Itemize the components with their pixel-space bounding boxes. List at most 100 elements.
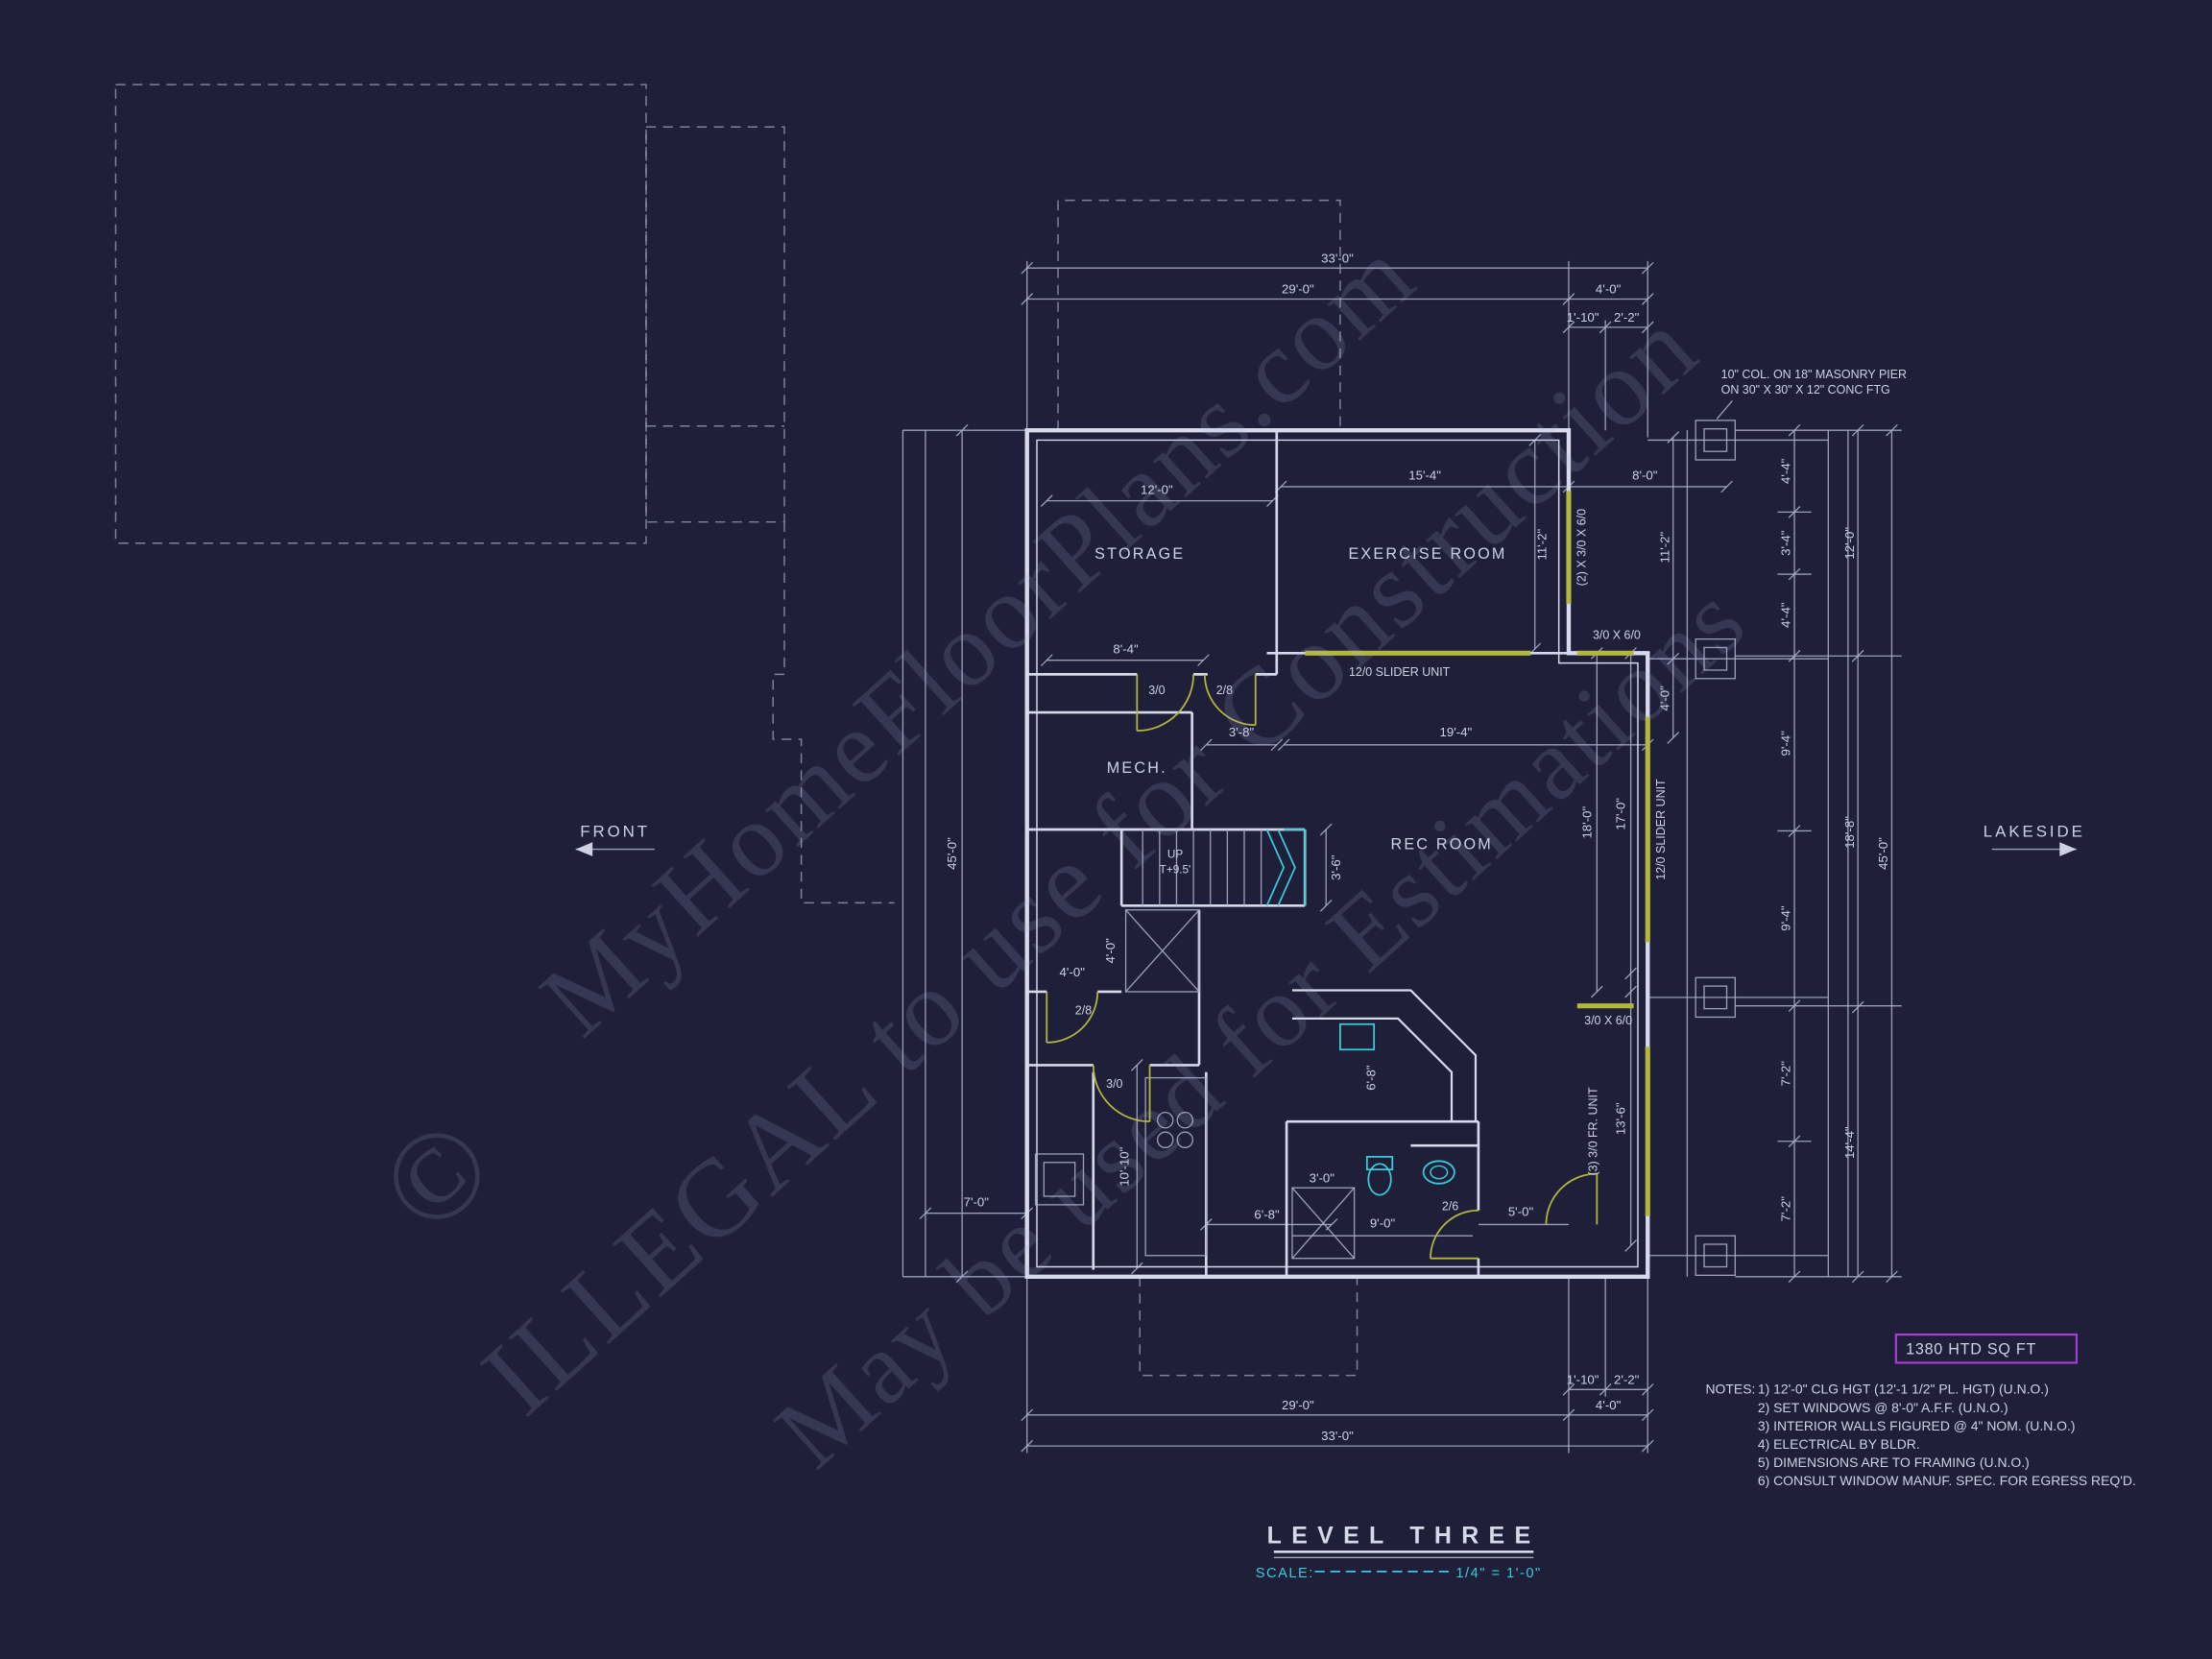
dim-exercise-height: 11'-2" (1534, 529, 1549, 561)
dim-front-gap: 7'-0" (964, 1194, 990, 1209)
kitchen-sink (1339, 1022, 1376, 1051)
dim-col-a3: 4'-4" (1779, 602, 1793, 628)
door-swings (1046, 674, 1599, 1260)
dim-porch-width-bottom: 4'-0" (1596, 1398, 1622, 1412)
room-label-mech: MECH. (1107, 759, 1167, 777)
stair-treads (1142, 830, 1262, 906)
exterior-wall (1024, 427, 1650, 1279)
scale-value: 1/4" = 1'-0" (1455, 1566, 1541, 1581)
window-units (1305, 491, 1650, 1216)
ghost-outlines (114, 84, 1358, 1377)
pier-note-leader (1716, 399, 1733, 420)
door-e-label: 2/6 (1442, 1200, 1458, 1214)
lakeside-arrow-head (2059, 842, 2077, 856)
dim-split-a-bottom: 1'-10" (1567, 1372, 1599, 1386)
note-item-4: 4) ELECTRICAL BY BLDR. (1758, 1436, 1920, 1452)
dim-col-a1: 4'-4" (1779, 458, 1793, 484)
watermark-copyright: © (353, 1089, 521, 1260)
dim-col-a2: 3'-4" (1779, 530, 1793, 556)
dim-overall-height-left: 45'-0" (945, 837, 959, 870)
dim-col-b3: 14'-4" (1842, 1126, 1857, 1159)
dim-landing-b: 4'-0" (1103, 938, 1118, 964)
dim-col-a7: 7'-2" (1779, 1196, 1793, 1222)
note-item-5: 5) DIMENSIONS ARE TO FRAMING (U.N.O.) (1758, 1455, 2030, 1470)
dim-landing-a: 4'-0" (1060, 965, 1086, 979)
dim-main-width-top: 29'-0" (1282, 282, 1314, 297)
scale-label: SCALE: (1256, 1566, 1314, 1581)
note-item-1: 1) 12'-0" CLG HGT (12'-1 1/2" PL. HGT) (… (1758, 1382, 2049, 1397)
stair-target-label: T+9.5' (1160, 864, 1191, 877)
dim-col-b1: 12'-0" (1842, 527, 1857, 560)
dim-exercise-width: 15'-4" (1408, 469, 1441, 483)
pier-1 (1695, 420, 1737, 461)
watermark: © MyHomeFloorPlans.com ILLEGAL to use fo… (353, 215, 1767, 1489)
slider-label-h: 12/0 SLIDER UNIT (1349, 665, 1451, 679)
dim-overall-height-right: 45'-0" (1876, 837, 1890, 870)
area-badge: 1380 HTD SQ FT (1894, 1333, 2079, 1364)
room-label-exercise: EXERCISE ROOM (1348, 545, 1506, 563)
porch-lines (902, 430, 1849, 1277)
door-c-label: 2/8 (1075, 1003, 1092, 1017)
window-single-top-label: 3/0 X 6/0 (1593, 629, 1641, 642)
ghost-steps (772, 521, 895, 904)
lakeside-label: LAKESIDE (1984, 822, 2085, 840)
pier-note-line1: 10" COL. ON 18" MASONRY PIER (1721, 368, 1907, 381)
notes-heading: NOTES: (1705, 1382, 1755, 1397)
toilet (1365, 1156, 1394, 1196)
shaft-box (1124, 909, 1200, 993)
dim-rec-height: 18'-0" (1579, 806, 1594, 839)
area-badge-box (1894, 1333, 2079, 1364)
orientation-marks (575, 842, 2077, 856)
dim-shower: 3'-0" (1310, 1170, 1335, 1185)
dim-bar: 6'-8" (1364, 1065, 1379, 1091)
door-b-label: 2/8 (1216, 684, 1233, 697)
ghost-rect-upper-mid (645, 126, 785, 523)
dim-col-b2: 18'-8" (1842, 816, 1857, 849)
porch-structure (902, 399, 1849, 1277)
dim-lines (925, 267, 1893, 1447)
labels: FRONT LAKESIDE STORAGE EXERCISE ROOM MEC… (580, 251, 2085, 1443)
area-badge-text: 1380 HTD SQ FT (1906, 1341, 2036, 1358)
room-label-storage: STORAGE (1094, 545, 1185, 563)
exterior-wall-inner-face (1036, 439, 1639, 1268)
title-block: LEVEL THREE SCALE: 1/4" = 1'-0" (1256, 1523, 1541, 1581)
pier-4 (1695, 1235, 1737, 1276)
sheet-title: LEVEL THREE (1267, 1523, 1541, 1550)
dim-top-gap: 8'-0" (1632, 469, 1658, 483)
room-label-rec: REC ROOM (1390, 836, 1493, 854)
door-window-openings (1046, 491, 1650, 1260)
fixtures (1265, 829, 1455, 1196)
note-item-6: 6) CONSULT WINDOW MANUF. SPEC. FOR EGRES… (1758, 1473, 2136, 1488)
dim-bath-width: 9'-0" (1370, 1215, 1396, 1230)
door-a-label: 3/0 (1148, 684, 1165, 697)
stair-break-line (1265, 829, 1307, 906)
dim-col-a6: 7'-2" (1779, 1061, 1793, 1087)
dim-main-width-bottom: 29'-0" (1282, 1398, 1314, 1412)
dim-storage-width: 12'-0" (1141, 482, 1173, 496)
dim-overall-width-bottom: 33'-0" (1321, 1429, 1354, 1443)
shower (1291, 1187, 1356, 1260)
dim-col-a5: 9'-4" (1779, 905, 1793, 931)
dim-overall-width-top: 33'-0" (1321, 251, 1354, 265)
dim-porch-2: 4'-0" (1657, 685, 1671, 711)
ghost-roof-top (1057, 199, 1341, 431)
pier-2 (1695, 637, 1737, 680)
dim-split-b-top: 2'-2" (1614, 310, 1640, 325)
dim-col-a4: 9'-4" (1779, 731, 1793, 757)
dim-porch-1: 11'-2" (1657, 531, 1671, 563)
slider-label-v: 12/0 SLIDER UNIT (1654, 779, 1668, 880)
dim-porch-width-top: 4'-0" (1596, 282, 1622, 297)
front-arrow-head (575, 842, 593, 856)
note-item-2: 2) SET WINDOWS @ 8'-0" A.F.F. (U.N.O.) (1758, 1400, 2008, 1415)
front-label: FRONT (580, 822, 650, 840)
dim-door-gap: 5'-0" (1508, 1205, 1534, 1219)
door-d-label: 3/0 (1106, 1077, 1122, 1091)
window-double-label: (2) X 3/0 X 6/0 (1575, 509, 1589, 586)
dim-slider-height: 17'-0" (1614, 798, 1628, 830)
dim-kitchen-width: 6'-8" (1254, 1208, 1280, 1222)
dim-stair-width: 3'-6" (1329, 854, 1343, 880)
ghost-roof-bottom (1139, 1276, 1358, 1377)
french-unit-label: (3) 3/0 FR. UNIT (1586, 1087, 1599, 1176)
dim-lower-height: 13'-6" (1614, 1102, 1628, 1135)
